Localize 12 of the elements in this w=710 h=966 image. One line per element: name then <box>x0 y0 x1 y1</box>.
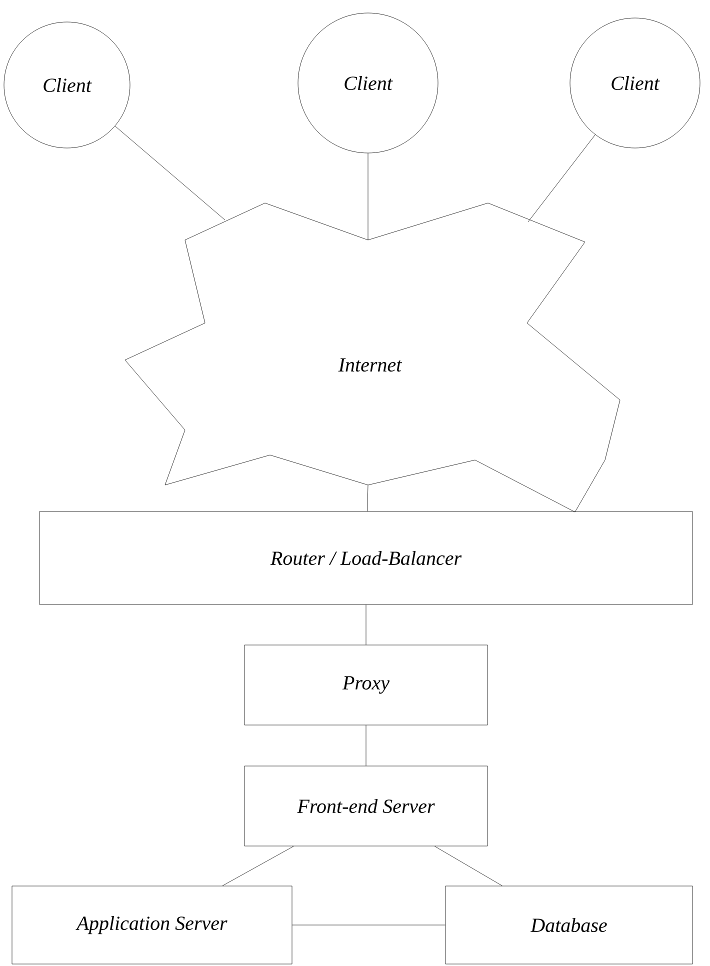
connector-line <box>434 846 502 886</box>
connector-line <box>528 134 596 222</box>
server-box: Router / Load-Balancer <box>39 511 693 605</box>
internet-cloud: Internet <box>124 202 620 512</box>
server-box: Application Server <box>12 886 292 964</box>
server-box: Proxy <box>244 644 488 726</box>
connector-line <box>292 924 446 926</box>
server-box: Database <box>445 886 693 964</box>
connector-line <box>367 484 368 512</box>
server-box: Front-end Server <box>244 766 488 846</box>
connector-line <box>114 126 226 220</box>
connector-line <box>222 846 294 886</box>
